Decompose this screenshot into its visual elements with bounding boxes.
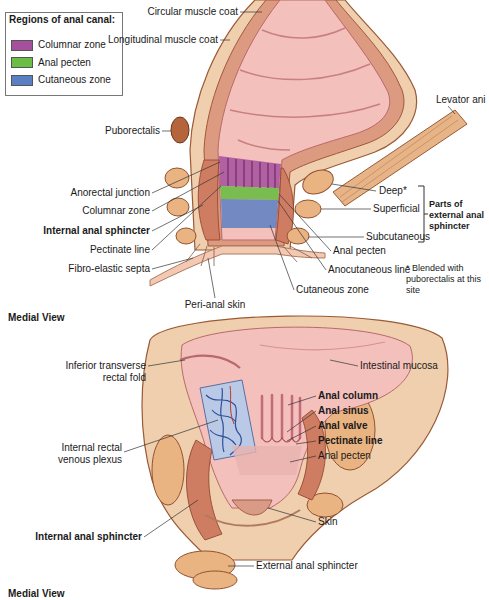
rectal-wall [142,316,448,560]
fibro-elastic-septa [186,244,312,266]
legend-entry: Columnar zone [11,39,106,51]
rectal-fold [180,356,240,368]
anal-pecten-band [220,186,279,200]
rectal-lumen-mucosa [218,0,390,240]
anal-columns [228,158,275,188]
legend-text: Cutaneous zone [38,74,111,85]
anatomy-label: Anal pecten [333,245,433,257]
anatomy-label: Levator ani [436,94,489,106]
anatomy-label: Internal anal sphincter [2,531,142,543]
anatomy-label: Internal rectal venous plexus [42,442,122,466]
anatomy-label: Circular muscle coat [98,6,238,18]
anatomy-label: Longitudinal muscle coat [68,34,218,46]
cutaneous-zone-band [221,199,278,228]
venous-plexus [206,388,241,455]
external-anal-sphincter [193,571,237,589]
external-sphincter-subcutaneous [176,228,196,244]
anatomy-label: Medial View [8,312,108,324]
external-sphincter-subcutaneous [287,228,309,244]
mucosal-folds [230,28,380,150]
peri-anal-skin [150,246,325,286]
anatomy-label: Anorectal junction [30,187,150,199]
legend-entry: Anal pecten [11,57,91,69]
puborectalis-muscle [171,117,189,143]
anatomy-label: Deep* [379,185,439,197]
legend-swatch [11,75,33,86]
legend-entry: Cutaneous zone [11,74,111,86]
anatomy-label: * Blended with puborectalis at this site [406,263,488,296]
legend-title: Regions of anal canal: [9,14,121,26]
columnar-zone-band [219,156,281,188]
anatomy-label: Intestinal mucosa [360,360,470,372]
anatomy-label: Anal column [318,390,418,402]
internal-sphincter-left [198,160,220,240]
anatomy-label: Skin [318,516,378,528]
anatomy-label: Fibro-elastic septa [30,263,150,275]
anatomy-label: Pectinate line [30,244,150,256]
anatomy-label: Columnar zone [30,205,150,217]
anatomy-label: Internal anal sphincter [20,225,150,237]
anal-columns [262,395,300,438]
external-sphincter-deep [299,165,337,198]
anal-valves [262,438,300,442]
artery [230,386,234,424]
anatomy-label: External anal sphincter [256,560,386,572]
anatomy-label: Inferior transverse rectal fold [46,360,146,384]
anatomy-label: Anal pecten [318,450,418,462]
legend-swatch [11,57,33,68]
mucosal-fold [260,342,385,350]
external-sphincter-bulge [152,435,184,505]
legend-swatch [11,40,33,51]
anatomy-label: Anocutaneous line [328,264,438,276]
anus-skin [232,500,272,515]
anatomy-label: Anal sinus [318,405,418,417]
anatomy-label: Medial View [8,588,108,600]
legend-text: Columnar zone [38,39,106,50]
anal-pecten-zone [232,446,302,475]
anatomy-label: Subcutaneous [366,231,446,243]
anatomy-label: Puborectalis [70,125,160,137]
anatomy-label: Cutaneous zone [296,284,396,296]
skin-fold [205,510,300,526]
anatomy-label: Peri-anal skin [165,299,265,311]
legend-text: Anal pecten [38,57,91,68]
intestinal-mucosa [181,327,412,508]
leader-lines [152,12,455,298]
anatomy-label: Pectinate line [318,435,418,447]
anatomy-label: Parts of external anal sphincter [429,199,489,232]
anatomy-label: Anal valve [318,420,418,432]
